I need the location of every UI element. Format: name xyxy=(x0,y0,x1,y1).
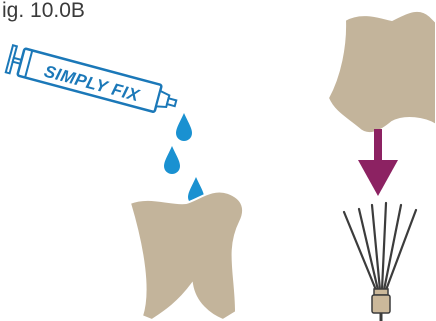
wire-bundle-icon xyxy=(344,203,416,290)
tooth-icon xyxy=(328,11,436,133)
arrow-down-icon xyxy=(358,129,398,196)
tooth-icon xyxy=(130,191,243,320)
water-drop-icon xyxy=(164,146,180,174)
wire-base xyxy=(372,289,390,321)
syringe-icon: SIMPLY FIX xyxy=(6,45,179,117)
water-drop-icon xyxy=(176,113,192,141)
